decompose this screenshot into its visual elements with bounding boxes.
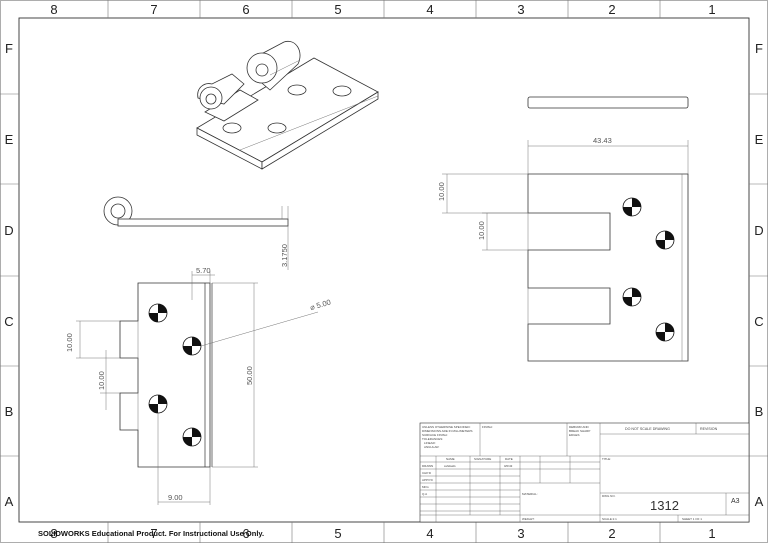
- row-label: C: [754, 314, 763, 329]
- dim-right-mid-gap: 10.00: [477, 221, 486, 240]
- unless-note-line: LINEAR:: [424, 441, 436, 445]
- col-label: 7: [150, 526, 157, 541]
- dim-thickness: 3.1750: [280, 244, 289, 267]
- unless-note-line: UNLESS OTHERWISE SPECIFIED:: [422, 425, 471, 429]
- row-label: A: [5, 494, 14, 509]
- dim-hole-dia: ⌀ 5.00: [309, 298, 332, 312]
- dim-right-top-gap: 10.00: [437, 182, 446, 201]
- col-label: 8: [50, 526, 57, 541]
- weight-label: WEIGHT:: [522, 517, 535, 521]
- col-label: 1: [708, 2, 715, 17]
- col-label: 2: [608, 2, 615, 17]
- row-label: F: [755, 41, 763, 56]
- row-label: E: [5, 132, 14, 147]
- title-label: TITLE:: [602, 457, 611, 461]
- finish-label: FINISH:: [482, 425, 493, 429]
- dim-left-gap-top: 10.00: [65, 333, 74, 352]
- column-labels-bottom: 8 7 6 5 4 3 2 1: [50, 526, 715, 541]
- drawn-name: ssfsfasfs: [444, 464, 456, 468]
- drawn-date: 0/0/43: [504, 464, 513, 468]
- drawing-number: 1312: [650, 498, 679, 513]
- hole-mark: [182, 336, 202, 356]
- row-label: D: [4, 223, 13, 238]
- row-label: F: [5, 41, 13, 56]
- col-date-header: DATE: [505, 457, 513, 461]
- row-label: A: [755, 494, 764, 509]
- dwg-no-label: DWG NO.: [602, 494, 616, 498]
- deburr-line: BREAK SHARP: [569, 429, 590, 433]
- row-label: B: [5, 404, 14, 419]
- row-mfg: MFG: [422, 485, 429, 489]
- col-label: 8: [50, 2, 57, 17]
- row-appvd: APPV'D: [422, 478, 434, 482]
- col-label: 7: [150, 2, 157, 17]
- front-view: 5.70 ⌀ 5.00 50.00 10.00 10.00 9.00: [65, 266, 332, 505]
- row-qa: Q.A: [422, 492, 427, 496]
- dim-overall-width: 43.43: [593, 136, 612, 145]
- col-label: 3: [517, 2, 524, 17]
- row-labels-right: F E D C B A: [754, 41, 763, 509]
- isometric-view: [196, 40, 379, 170]
- top-view: [527, 96, 689, 109]
- hole-mark: [655, 230, 675, 250]
- unless-note-line: DIMENSIONS ARE IN MILLIMETERS: [422, 429, 473, 433]
- col-label: 5: [334, 526, 341, 541]
- hole-mark: [148, 303, 168, 323]
- unless-note-line: ANGULAR:: [424, 445, 440, 449]
- col-label: 3: [517, 526, 524, 541]
- unless-note-line: TOLERANCES:: [422, 437, 443, 441]
- col-label: 6: [242, 2, 249, 17]
- sheet-count: SHEET 1 OF 1: [682, 517, 702, 521]
- dim-bottom-offset: 9.00: [168, 493, 183, 502]
- row-label: D: [754, 223, 763, 238]
- hole-mark: [148, 394, 168, 414]
- col-label: 4: [426, 2, 433, 17]
- row-label: E: [755, 132, 764, 147]
- revision-label: REVISION: [700, 427, 718, 431]
- col-signature-header: SIGNATURE: [474, 457, 491, 461]
- col-name-header: NAME: [446, 457, 455, 461]
- col-label: 1: [708, 526, 715, 541]
- side-view: 3.1750: [103, 196, 289, 270]
- scale-label: SCALE:1:1: [602, 517, 617, 521]
- col-label: 4: [426, 526, 433, 541]
- hole-mark: [622, 287, 642, 307]
- dim-left-gap-mid: 10.00: [97, 371, 106, 390]
- column-labels-top: 8 7 6 5 4 3 2 1: [50, 2, 715, 17]
- col-label: 2: [608, 526, 615, 541]
- sheet-size: A3: [731, 498, 740, 505]
- row-labels-left: F E D C B A: [4, 41, 13, 509]
- hole-mark: [655, 322, 675, 342]
- row-label: B: [755, 404, 764, 419]
- hole-mark: [182, 427, 202, 447]
- deburr-line: EDGES: [569, 433, 580, 437]
- right-view: 43.43 10.00 10.00: [437, 136, 689, 362]
- dim-height: 50.00: [245, 366, 254, 385]
- title-block: UNLESS OTHERWISE SPECIFIED: DIMENSIONS A…: [419, 422, 750, 523]
- do-not-scale: DO NOT SCALE DRAWING: [625, 427, 670, 431]
- col-label: 6: [242, 526, 249, 541]
- col-label: 5: [334, 2, 341, 17]
- row-drawn: DRAWN: [422, 464, 433, 468]
- hole-mark: [622, 197, 642, 217]
- dim-knuckle-width: 5.70: [196, 266, 211, 275]
- deburr-line: DEBURR AND: [569, 425, 590, 429]
- material-label: MATERIAL:: [522, 492, 538, 496]
- row-label: C: [4, 314, 13, 329]
- unless-note-line: SURFACE FINISH:: [422, 433, 448, 437]
- row-chkd: CHK'D: [422, 471, 432, 475]
- educational-watermark: SOLIDWORKS Educational Product. For Inst…: [38, 529, 264, 538]
